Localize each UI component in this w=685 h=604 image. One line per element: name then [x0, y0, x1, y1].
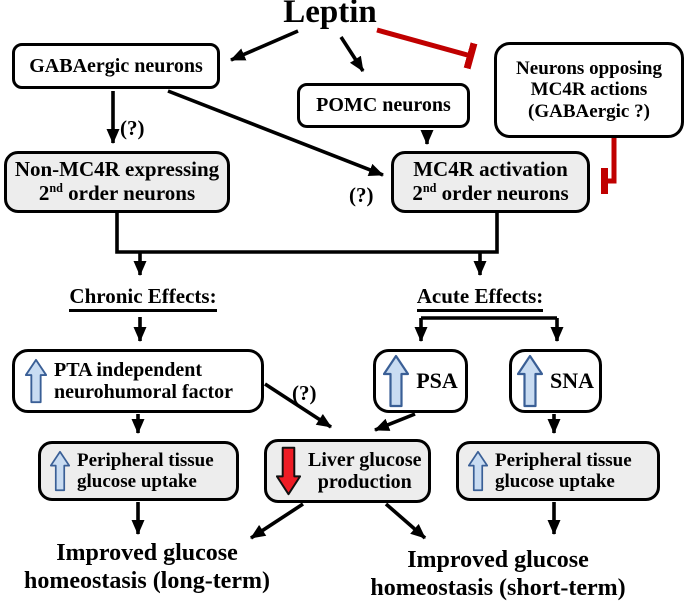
arrow-pta-to-liver [264, 382, 332, 429]
box-non-mc4r-second-order: Non-MC4R expressing 2nd order neurons [4, 151, 230, 213]
box-pta-independent-factor: PTA independent neurohumoral factor [12, 349, 264, 413]
box-peripheral-glucose-uptake-right: Peripheral tissue glucose uptake [456, 441, 660, 501]
box-gabaergic-neurons: GABAergic neurons [12, 43, 220, 89]
arrow-liver-to-longterm [250, 502, 304, 540]
outcome-short-term: Improved glucose homeostasis (short-term… [370, 547, 626, 601]
box-neurons-opposing-mc4r: Neurons opposing MC4R actions (GABAergic… [494, 42, 684, 138]
box-label: Liver glucose production [308, 448, 422, 493]
box-label: MC4R activation 2nd order neurons [412, 157, 569, 205]
arrow-leptin-to-pomc [339, 36, 365, 72]
arrow-liver-to-shortterm [384, 502, 427, 540]
box-liver-glucose-production: Liver glucose production [264, 439, 431, 503]
box-label: SNA [550, 367, 595, 393]
inhibit-leptin-to-opposing [376, 27, 478, 70]
inhibit-opposing-to-mc4r [601, 138, 617, 194]
arrow-psa-to-liver [374, 412, 416, 432]
increase-arrow-icon [468, 450, 488, 492]
increase-arrow-icon [50, 450, 70, 492]
question-mark-pta-arrow: (?) [292, 381, 317, 405]
box-peripheral-glucose-uptake-left: Peripheral tissue glucose uptake [38, 441, 239, 501]
box-label: Peripheral tissue glucose uptake [77, 449, 214, 492]
box-label: GABAergic neurons [29, 54, 203, 77]
box-label: PTA independent neurohumoral factor [54, 358, 234, 403]
box-label: Neurons opposing MC4R actions (GABAergic… [516, 58, 662, 122]
box-label: POMC neurons [316, 94, 451, 117]
box-mc4r-activation-second-order: MC4R activation 2nd order neurons [391, 151, 590, 213]
bus-second-order-neurons [115, 213, 499, 254]
box-sna: SNA [509, 349, 602, 413]
box-psa: PSA [373, 349, 468, 413]
arrow-gabaergic-to-mc4r [167, 89, 384, 177]
increase-arrow-icon [25, 358, 47, 404]
increase-arrow-icon [517, 354, 543, 408]
box-label: Non-MC4R expressing 2nd order neurons [14, 157, 220, 205]
box-label: Peripheral tissue glucose uptake [495, 449, 632, 492]
chronic-effects-heading: Chronic Effects: [58, 284, 228, 312]
box-label: PSA [416, 367, 458, 393]
box-pomc-neurons: POMC neurons [297, 83, 470, 128]
acute-effects-heading: Acute Effects: [398, 284, 562, 312]
decrease-arrow-icon [276, 446, 301, 496]
increase-arrow-icon [383, 354, 410, 408]
page-title: Leptin [283, 0, 377, 30]
question-mark-mc4r-arrow: (?) [349, 183, 374, 207]
question-mark-gabaergic-arrow: (?) [120, 116, 145, 140]
arrow-leptin-to-gabaergic [230, 29, 299, 62]
outcome-long-term: Improved glucose homeostasis (long-term) [24, 540, 270, 594]
